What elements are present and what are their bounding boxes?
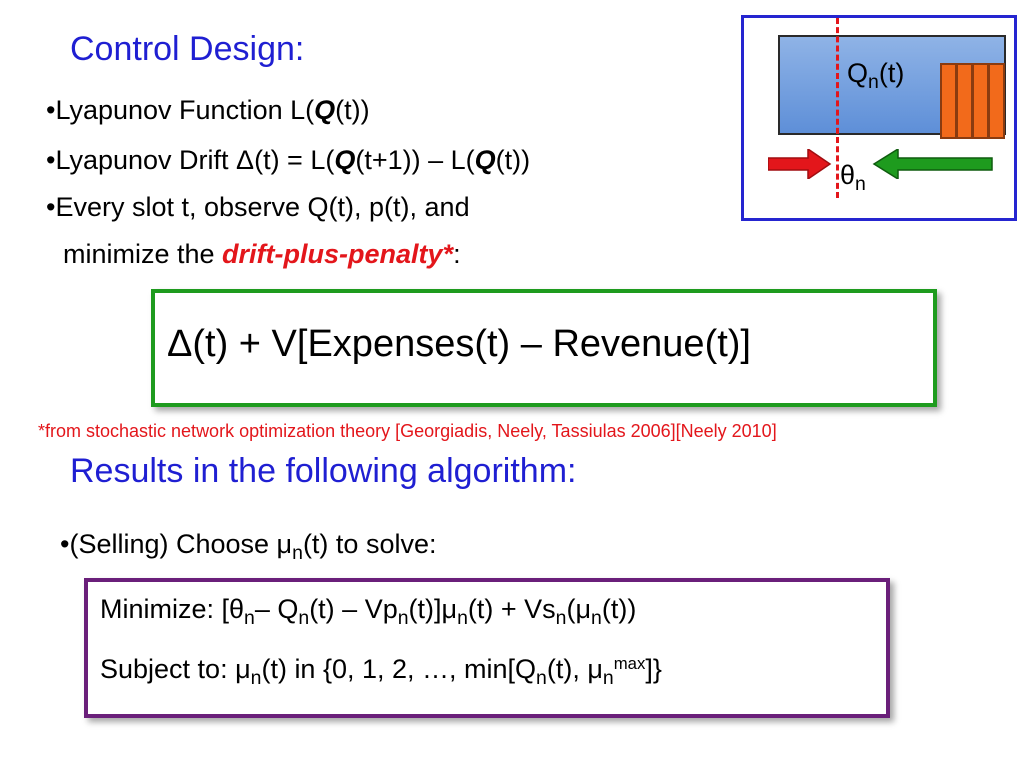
- minimize-line: Minimize: [θn– Qn(t) – Vpn(t)]μn(t) + Vs…: [100, 594, 637, 628]
- math-text: (t)]μ: [408, 594, 458, 624]
- bullet-text: minimize the: [63, 239, 223, 269]
- label-text: (t): [878, 58, 905, 88]
- packet: [988, 63, 1005, 139]
- formula-box: Δ(t) + V[Expenses(t) – Revenue(t)]: [151, 289, 937, 407]
- math-text: – Q: [254, 594, 299, 624]
- results-heading: Results in the following algorithm:: [70, 452, 577, 490]
- subscript: n: [602, 667, 614, 690]
- incoming-arrow-icon: [768, 149, 832, 179]
- threshold-dashed-line: [836, 18, 839, 198]
- bullet-text: :: [453, 239, 461, 269]
- math-text: (t) – Vp: [309, 594, 398, 624]
- queue-label: Qn(t): [847, 58, 905, 92]
- q-vector: Q: [314, 95, 336, 125]
- math-text: ]}: [645, 654, 662, 684]
- bullet-lyapunov-drift: •Lyapunov Drift Δ(t) = L(Q(t+1)) – L(Q(t…: [46, 145, 530, 176]
- math-text: Subject to: μ: [100, 654, 251, 684]
- math-text: (t) + Vs: [467, 594, 556, 624]
- bullet-text: (t) to solve:: [302, 529, 437, 559]
- queue-buffer: [778, 35, 1006, 139]
- label-text: Q: [847, 58, 869, 88]
- q-vector: Q: [474, 145, 496, 175]
- bullet-text: (t)): [495, 145, 531, 175]
- subscript: n: [250, 667, 262, 690]
- packet: [940, 63, 957, 139]
- subscript: n: [298, 607, 310, 630]
- drift-plus-penalty-emphasis: drift-plus-penalty*: [222, 239, 454, 269]
- bullet-text: •Lyapunov Function L(: [46, 95, 315, 125]
- packet: [956, 63, 973, 139]
- outgoing-arrow-icon: [872, 149, 993, 179]
- label-text: θ: [840, 160, 856, 190]
- subscript: n: [397, 607, 409, 630]
- theta-label: θn: [840, 160, 866, 194]
- drift-plus-penalty-formula: Δ(t) + V[Expenses(t) – Revenue(t)]: [167, 323, 751, 365]
- subscript: n: [868, 71, 879, 94]
- subscript: n: [591, 607, 602, 630]
- packet: [972, 63, 989, 139]
- subscript: n: [536, 667, 547, 690]
- superscript: max: [613, 653, 646, 673]
- math-text: (t) in {0, 1, 2, …, min[Q: [261, 654, 537, 684]
- math-text: (t)): [601, 594, 637, 624]
- bullet-text: •(Selling) Choose μ: [60, 529, 293, 559]
- queue-diagram: Qn(t) θn: [741, 15, 1017, 221]
- subscript: n: [292, 542, 303, 565]
- bullet-every-slot-cont: minimize the drift-plus-penalty*:: [63, 239, 461, 270]
- bullet-every-slot: •Every slot t, observe Q(t), p(t), and: [46, 192, 470, 222]
- bullet-text: (t)): [335, 95, 370, 125]
- slide-title: Control Design:: [70, 30, 305, 68]
- subscript: n: [244, 607, 255, 630]
- bullet-selling: •(Selling) Choose μn(t) to solve:: [60, 529, 437, 563]
- subscript: n: [855, 173, 866, 196]
- bullet-text: (t+1)) – L(: [355, 145, 475, 175]
- math-text: (t), μ: [546, 654, 603, 684]
- bullet-text: •Lyapunov Drift Δ(t) = L(: [46, 145, 335, 175]
- q-vector: Q: [334, 145, 356, 175]
- footnote: *from stochastic network optimization th…: [38, 421, 777, 441]
- optimization-box: Minimize: [θn– Qn(t) – Vpn(t)]μn(t) + Vs…: [84, 578, 890, 718]
- bullet-lyapunov-function: •Lyapunov Function L(Q(t)): [46, 95, 370, 126]
- subscript: n: [555, 607, 567, 630]
- math-text: Minimize: [θ: [100, 594, 245, 624]
- subject-to-line: Subject to: μn(t) in {0, 1, 2, …, min[Qn…: [100, 653, 662, 688]
- subscript: n: [457, 607, 468, 630]
- math-text: (μ: [566, 594, 592, 624]
